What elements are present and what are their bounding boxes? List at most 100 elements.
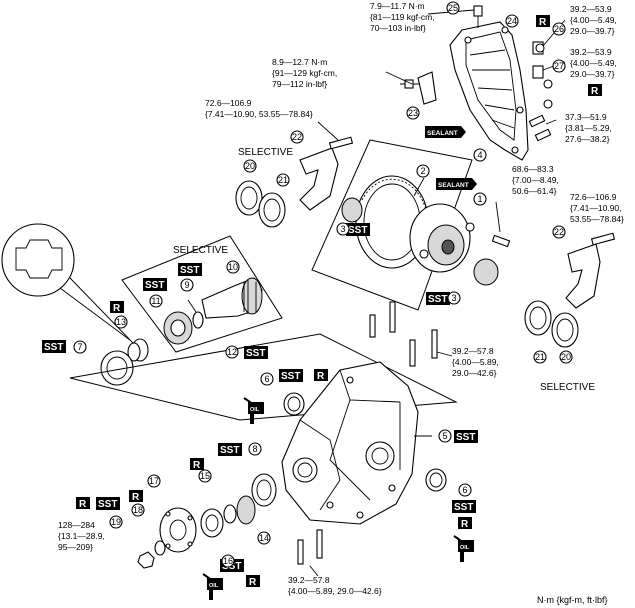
- svg-text:29.0—39.7}: 29.0—39.7}: [570, 26, 615, 36]
- oil-can-2: OIL: [453, 535, 474, 562]
- svg-text:SST: SST: [246, 348, 265, 359]
- svg-text:OIL: OIL: [250, 407, 260, 413]
- side-bearing-3b: [473, 258, 499, 286]
- sst-tag-3b: SST: [426, 292, 450, 305]
- r-tag-6b: R: [458, 517, 472, 530]
- r-tag-6a: R: [314, 369, 328, 382]
- sealant-tag-2: SEALANT: [436, 178, 477, 190]
- spacer-15: [223, 504, 237, 524]
- svg-text:50.6—61.4}: 50.6—61.4}: [512, 186, 557, 196]
- callout-18: 18: [131, 503, 145, 517]
- r-tag-26: R: [536, 15, 550, 28]
- svg-text:SST: SST: [145, 280, 164, 291]
- oil-seal-16: [200, 508, 224, 538]
- svg-text:39.2—53.9: 39.2—53.9: [570, 4, 612, 14]
- svg-text:23: 23: [408, 108, 418, 118]
- oil-seal-6b: [425, 468, 447, 492]
- callout-20b: 20: [559, 350, 573, 364]
- svg-text:SEALANT: SEALANT: [438, 182, 469, 189]
- svg-text:7.9—11.7 N·m: 7.9—11.7 N·m: [370, 1, 425, 11]
- sst-tag-pinion-2: SST: [178, 263, 202, 276]
- r-tag-27: R: [588, 84, 602, 97]
- callout-4: 4: [473, 148, 487, 162]
- svg-text:29.0—39.7}: 29.0—39.7}: [570, 69, 615, 79]
- callout-10: 10: [226, 260, 240, 274]
- sst-tag-7: SST: [42, 340, 66, 353]
- right-cap-group: [524, 232, 616, 348]
- svg-text:128—284: 128—284: [58, 520, 95, 530]
- svg-text:13: 13: [116, 317, 126, 327]
- callout-21a: 21: [276, 173, 290, 187]
- svg-text:8.9—12.7 N·m: 8.9—12.7 N·m: [272, 57, 327, 67]
- svg-text:17: 17: [149, 476, 159, 486]
- svg-text:22: 22: [292, 132, 302, 142]
- svg-text:6: 6: [264, 374, 269, 384]
- svg-text:{3.81—5.29,: {3.81—5.29,: [565, 123, 612, 133]
- callout-5: 5: [438, 429, 452, 443]
- bolt-25: [473, 5, 483, 17]
- svg-text:{13.1—28.9,: {13.1—28.9,: [58, 531, 105, 541]
- differential-box: [311, 139, 473, 311]
- callout-26: 26: [552, 22, 566, 36]
- callout-1: 1: [473, 192, 487, 206]
- svg-text:72.6—106.9: 72.6—106.9: [205, 98, 252, 108]
- selective-label-2: SELECTIVE: [540, 382, 595, 393]
- svg-text:{4.00—5.49,: {4.00—5.49,: [570, 15, 617, 25]
- svg-text:8: 8: [252, 444, 257, 454]
- bearing-14: [236, 495, 256, 525]
- svg-text:7: 7: [77, 342, 82, 352]
- callout-15: 15: [198, 469, 212, 483]
- callout-14: 14: [257, 531, 271, 545]
- svg-text:{7.00—8.49,: {7.00—8.49,: [512, 175, 559, 185]
- r-tag-16: R: [246, 575, 260, 588]
- torque-4: 68.6—83.3 {7.00—8.49, 50.6—61.4}: [512, 164, 559, 196]
- selective-label-1: SELECTIVE: [238, 147, 293, 158]
- washer-18: [154, 540, 166, 556]
- callout-6b: 6: [458, 483, 472, 497]
- torque-19: 128—284 {13.1—28.9, 95—209}: [58, 520, 105, 552]
- svg-text:15: 15: [200, 471, 210, 481]
- shim-20b: [551, 312, 579, 348]
- bracket-23: [417, 71, 437, 105]
- svg-text:39.2—57.8: 39.2—57.8: [452, 346, 494, 356]
- svg-text:R: R: [249, 577, 257, 588]
- callout-9: 9: [180, 278, 194, 292]
- sst-tag-18: SST: [96, 497, 120, 510]
- svg-text:SEALANT: SEALANT: [427, 130, 458, 137]
- outer-race-8: [251, 473, 277, 507]
- svg-text:OIL: OIL: [209, 583, 219, 589]
- svg-text:79—112 in-lbf}: 79—112 in-lbf}: [272, 79, 327, 89]
- callout-13: 13: [114, 315, 128, 329]
- svg-text:R: R: [113, 303, 121, 314]
- torque-27: 39.2—53.9 {4.00—5.49, 29.0—39.7}: [570, 47, 617, 79]
- svg-text:29.0—42.6}: 29.0—42.6}: [452, 368, 497, 378]
- svg-text:3: 3: [340, 224, 345, 234]
- rear-cover: [449, 21, 529, 161]
- side-bearing-3a: [341, 197, 363, 223]
- sst-tag-6b: SST: [452, 500, 476, 513]
- svg-text:68.6—83.3: 68.6—83.3: [512, 164, 554, 174]
- svg-text:SST: SST: [454, 502, 473, 513]
- svg-text:21: 21: [278, 175, 288, 185]
- svg-text:1: 1: [477, 194, 482, 204]
- callout-3a: 3: [336, 222, 350, 236]
- svg-text:{4.00—5.89,: {4.00—5.89,: [452, 357, 499, 367]
- svg-text:3: 3: [451, 293, 456, 303]
- svg-text:9: 9: [184, 280, 189, 290]
- svg-text:11: 11: [151, 296, 160, 306]
- plug-27: [532, 65, 544, 79]
- svg-text:SST: SST: [180, 265, 199, 276]
- svg-text:4: 4: [477, 150, 482, 160]
- sst-tag-3a: SST: [346, 223, 370, 236]
- sst-tag-12: SST: [244, 346, 268, 359]
- svg-text:37.3—51.9: 37.3—51.9: [565, 112, 607, 122]
- svg-text:16: 16: [223, 556, 233, 566]
- svg-text:53.55—78.84}: 53.55—78.84}: [570, 214, 624, 224]
- svg-text:SST: SST: [428, 294, 447, 305]
- callout-24: 24: [505, 14, 519, 28]
- svg-text:24: 24: [507, 16, 517, 26]
- callout-6a: 6: [260, 372, 274, 386]
- detail-circle: [1, 223, 75, 297]
- svg-text:39.2—53.9: 39.2—53.9: [570, 47, 612, 57]
